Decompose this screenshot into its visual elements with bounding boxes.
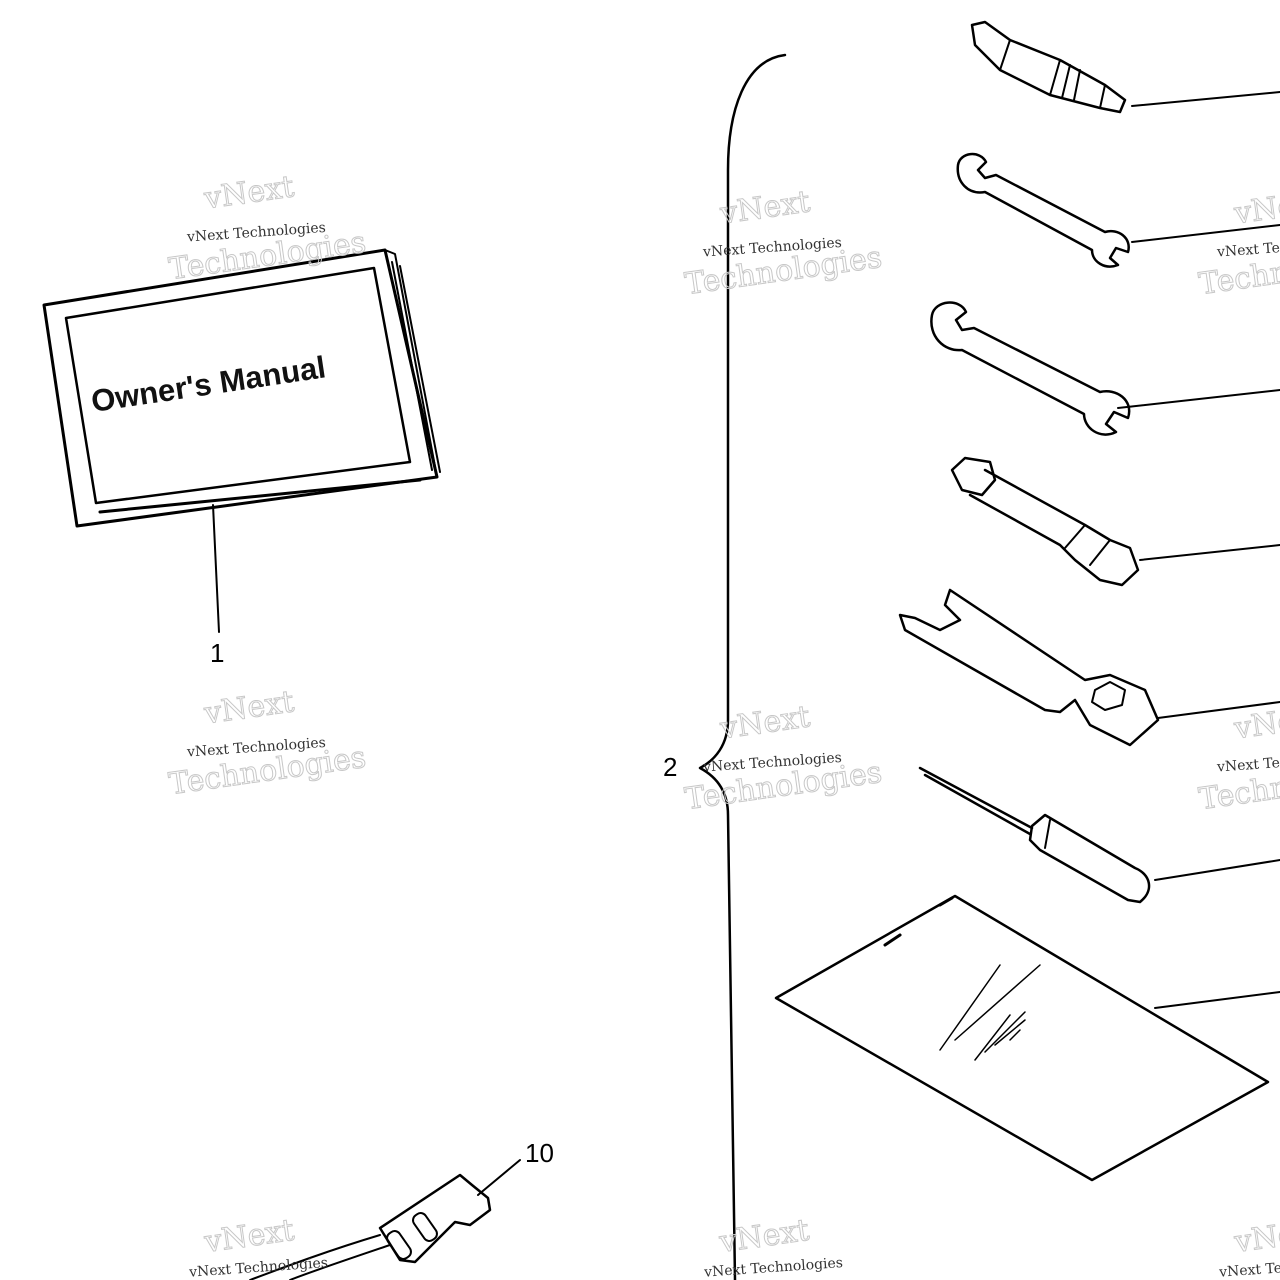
watermark-stamp: vNext Technologies vNext Technologies bbox=[166, 684, 368, 803]
watermark-stamp: vNext Technologies vNext Technologies bbox=[682, 699, 884, 818]
small-wrench-illustration bbox=[956, 152, 1280, 268]
owners-manual-illustration: Owner's Manual 1 bbox=[42, 248, 441, 668]
screwdriver-illustration bbox=[918, 766, 1280, 904]
callout-2: 2 bbox=[663, 752, 677, 782]
watermark-stamp: vNext vNext Technologies bbox=[1218, 1212, 1280, 1280]
svg-text:vNext: vNext bbox=[201, 169, 296, 216]
socket-wrench-illustration bbox=[950, 456, 1280, 587]
driver-handle-illustration bbox=[970, 20, 1280, 114]
svg-text:vNext: vNext bbox=[1231, 1213, 1280, 1260]
tool-kit-brace: 2 bbox=[663, 53, 787, 1280]
callout-10: 10 bbox=[525, 1138, 554, 1168]
watermark-stamp: vNext vNext Technologies bbox=[188, 1212, 329, 1280]
svg-text:vNext: vNext bbox=[717, 184, 812, 231]
watermark-stamp: vNext Technologies vNext Technologies bbox=[1196, 184, 1280, 303]
tool-bag-illustration bbox=[774, 894, 1280, 1182]
svg-text:vNext: vNext bbox=[201, 684, 296, 731]
svg-text:vNext: vNext bbox=[716, 1213, 811, 1260]
svg-text:vNext: vNext bbox=[717, 699, 812, 746]
manual-title: Owner's Manual bbox=[89, 349, 328, 419]
large-wrench-illustration bbox=[930, 301, 1280, 436]
svg-text:vNext Technologies: vNext Technologies bbox=[1216, 235, 1280, 261]
callout-1: 1 bbox=[210, 638, 224, 668]
watermark-stamp: vNext Technologies vNext Technologies bbox=[1196, 699, 1280, 818]
svg-text:vNext Technologies: vNext Technologies bbox=[1216, 750, 1280, 776]
svg-text:vNext: vNext bbox=[201, 1213, 296, 1260]
connector-illustration: 10 bbox=[249, 1138, 554, 1280]
svg-text:vNext Technologies: vNext Technologies bbox=[1218, 1255, 1280, 1280]
svg-text:vNext: vNext bbox=[1231, 184, 1280, 231]
watermark-stamp: vNext Technologies vNext Technologies bbox=[166, 169, 368, 288]
watermark-stamp: vNext Technologies vNext Technologies bbox=[682, 184, 884, 303]
tool-clip-illustration bbox=[898, 588, 1280, 747]
watermark-stamp: vNext vNext Technologies bbox=[703, 1212, 844, 1280]
